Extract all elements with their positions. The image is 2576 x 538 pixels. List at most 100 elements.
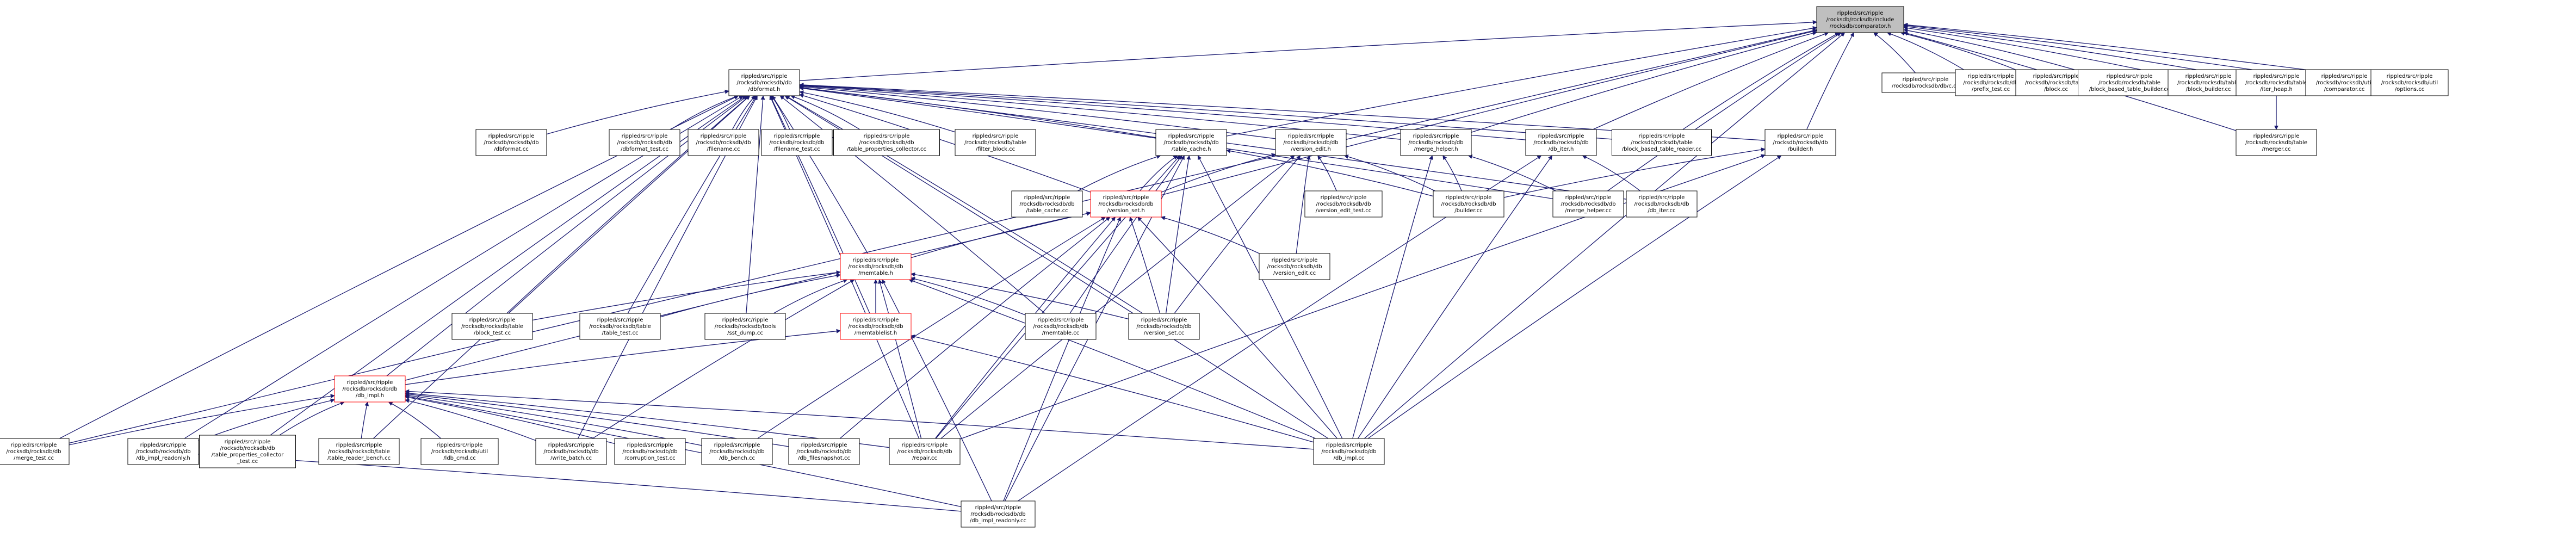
node-merge_helper_cc[interactable]: rippled/src/ripple/rocksdb/rocksdb/db/me…	[1552, 190, 1624, 218]
node-box[interactable]	[2236, 129, 2317, 156]
node-box[interactable]	[1400, 129, 1472, 156]
node-box[interactable]	[761, 129, 833, 156]
node-db_impl_cc[interactable]: rippled/src/ripple/rocksdb/rocksdb/db/db…	[1313, 438, 1385, 465]
node-label-line: /rocksdb/rocksdb/db	[1321, 449, 1376, 455]
node-box[interactable]	[840, 253, 912, 280]
node-box[interactable]	[1259, 253, 1330, 280]
node-box[interactable]	[955, 129, 1036, 156]
node-filename_test[interactable]: rippled/src/ripple/rocksdb/rocksdb/db/fi…	[761, 129, 833, 156]
node-memtable_h[interactable]: rippled/src/ripple/rocksdb/rocksdb/db/me…	[840, 253, 912, 280]
node-merge_helper_h[interactable]: rippled/src/ripple/rocksdb/rocksdb/db/me…	[1400, 129, 1472, 156]
node-memtable_cc[interactable]: rippled/src/ripple/rocksdb/rocksdb/db/me…	[1025, 313, 1097, 340]
node-sst_dump[interactable]: rippled/src/ripple/rocksdb/rocksdb/tools…	[704, 313, 786, 340]
node-comparator_cc[interactable]: rippled/src/ripple/rocksdb/rocksdb/util/…	[2305, 69, 2383, 96]
node-box[interactable]	[833, 129, 940, 156]
node-box[interactable]	[728, 69, 800, 96]
node-box[interactable]	[318, 438, 400, 465]
node-box[interactable]	[1011, 190, 1083, 218]
node-box[interactable]	[704, 313, 786, 340]
node-box[interactable]	[451, 313, 533, 340]
node-box[interactable]	[1525, 129, 1597, 156]
node-box[interactable]	[475, 129, 547, 156]
node-db_impl_h[interactable]: rippled/src/ripple/rocksdb/rocksdb/db/db…	[334, 375, 406, 403]
node-table_cache_cc[interactable]: rippled/src/ripple/rocksdb/rocksdb/db/ta…	[1011, 190, 1083, 218]
node-corruption_test[interactable]: rippled/src/ripple/rocksdb/rocksdb/db/co…	[614, 438, 686, 465]
node-tpc_test[interactable]: rippled/src/ripple/rocksdb/rocksdb/db/ta…	[199, 435, 296, 468]
node-prefix_test[interactable]: rippled/src/ripple/rocksdb/rocksdb/db/pr…	[1955, 69, 2027, 96]
node-bbtr[interactable]: rippled/src/ripple/rocksdb/rocksdb/table…	[1612, 129, 1712, 156]
node-ldb_cmd[interactable]: rippled/src/ripple/rocksdb/rocksdb/util/…	[420, 438, 499, 465]
node-box[interactable]	[688, 129, 759, 156]
node-box[interactable]	[1313, 438, 1385, 465]
node-merge_test[interactable]: rippled/src/ripple/rocksdb/rocksdb/db/me…	[0, 438, 70, 465]
node-box[interactable]	[1090, 190, 1162, 218]
node-db_iter_cc[interactable]: rippled/src/ripple/rocksdb/rocksdb/db/db…	[1626, 190, 1698, 218]
node-block_test[interactable]: rippled/src/ripple/rocksdb/rocksdb/table…	[451, 313, 533, 340]
node-box[interactable]	[2236, 69, 2317, 96]
node-box[interactable]	[1764, 129, 1836, 156]
node-block_builder[interactable]: rippled/src/ripple/rocksdb/rocksdb/table…	[2168, 69, 2249, 96]
node-dbformat_cc[interactable]: rippled/src/ripple/rocksdb/rocksdb/db/db…	[475, 129, 547, 156]
node-box[interactable]	[609, 129, 680, 156]
node-box[interactable]	[199, 435, 296, 468]
node-box[interactable]	[2370, 69, 2449, 96]
node-comparator[interactable]: rippled/src/ripple/rocksdb/rocksdb/inclu…	[1816, 6, 1904, 33]
node-merger[interactable]: rippled/src/ripple/rocksdb/rocksdb/table…	[2236, 129, 2317, 156]
node-box[interactable]	[127, 438, 199, 465]
node-box[interactable]	[1155, 129, 1227, 156]
node-box[interactable]	[1433, 190, 1504, 218]
node-table_cache_h[interactable]: rippled/src/ripple/rocksdb/rocksdb/db/ta…	[1155, 129, 1227, 156]
node-db_impl_readonly_h[interactable]: rippled/src/ripple/rocksdb/rocksdb/db/db…	[127, 438, 199, 465]
node-db_filesnapshot[interactable]: rippled/src/ripple/rocksdb/rocksdb/db/db…	[788, 438, 860, 465]
node-box[interactable]	[1612, 129, 1712, 156]
node-box[interactable]	[1626, 190, 1698, 218]
node-label-line: /rocksdb/rocksdb/db	[543, 449, 598, 455]
node-box[interactable]	[788, 438, 860, 465]
node-table_test[interactable]: rippled/src/ripple/rocksdb/rocksdb/table…	[579, 313, 661, 340]
node-db_iter_h[interactable]: rippled/src/ripple/rocksdb/rocksdb/db/db…	[1525, 129, 1597, 156]
node-write_batch[interactable]: rippled/src/ripple/rocksdb/rocksdb/db/wr…	[535, 438, 607, 465]
node-version_edit_test[interactable]: rippled/src/ripple/rocksdb/rocksdb/db/ve…	[1304, 190, 1383, 218]
node-builder_cc[interactable]: rippled/src/ripple/rocksdb/rocksdb/db/bu…	[1433, 190, 1504, 218]
node-version_set_cc[interactable]: rippled/src/ripple/rocksdb/rocksdb/db/ve…	[1128, 313, 1200, 340]
node-label-line: /rocksdb/rocksdb/db	[1963, 80, 2018, 86]
node-box[interactable]	[334, 375, 406, 403]
node-box[interactable]	[535, 438, 607, 465]
node-box[interactable]	[2078, 69, 2181, 96]
node-box[interactable]	[1816, 6, 1904, 33]
node-db_impl_readonly_cc[interactable]: rippled/src/ripple/rocksdb/rocksdb/db/db…	[961, 500, 1036, 528]
node-filename_cc[interactable]: rippled/src/ripple/rocksdb/rocksdb/db/fi…	[688, 129, 759, 156]
node-box[interactable]	[1025, 313, 1097, 340]
node-box[interactable]	[961, 500, 1036, 528]
node-box[interactable]	[2168, 69, 2249, 96]
node-box[interactable]	[1275, 129, 1347, 156]
node-bbtb[interactable]: rippled/src/ripple/rocksdb/rocksdb/table…	[2078, 69, 2181, 96]
node-box[interactable]	[2305, 69, 2383, 96]
node-box[interactable]	[614, 438, 686, 465]
node-box[interactable]	[840, 313, 912, 340]
node-label-line: rippled/src/ripple	[973, 133, 1019, 139]
node-box[interactable]	[1304, 190, 1383, 218]
node-version_set_h[interactable]: rippled/src/ripple/rocksdb/rocksdb/db/ve…	[1090, 190, 1162, 218]
node-box[interactable]	[0, 438, 70, 465]
node-dbformat_h[interactable]: rippled/src/ripple/rocksdb/rocksdb/db/db…	[728, 69, 800, 96]
node-db_bench[interactable]: rippled/src/ripple/rocksdb/rocksdb/db/db…	[701, 438, 773, 465]
node-tpc[interactable]: rippled/src/ripple/rocksdb/rocksdb/db/ta…	[833, 129, 940, 156]
node-box[interactable]	[1955, 69, 2027, 96]
node-repair[interactable]: rippled/src/ripple/rocksdb/rocksdb/db/re…	[889, 438, 961, 465]
node-filter_block[interactable]: rippled/src/ripple/rocksdb/rocksdb/table…	[955, 129, 1036, 156]
node-version_edit_cc[interactable]: rippled/src/ripple/rocksdb/rocksdb/db/ve…	[1259, 253, 1330, 280]
node-box[interactable]	[579, 313, 661, 340]
node-dbformat_test[interactable]: rippled/src/ripple/rocksdb/rocksdb/db/db…	[609, 129, 680, 156]
node-builder_h[interactable]: rippled/src/ripple/rocksdb/rocksdb/db/bu…	[1764, 129, 1836, 156]
node-box[interactable]	[1552, 190, 1624, 218]
node-version_edit_h[interactable]: rippled/src/ripple/rocksdb/rocksdb/db/ve…	[1275, 129, 1347, 156]
node-iter_heap[interactable]: rippled/src/ripple/rocksdb/rocksdb/table…	[2236, 69, 2317, 96]
node-options_cc[interactable]: rippled/src/ripple/rocksdb/rocksdb/util/…	[2370, 69, 2449, 96]
node-trb[interactable]: rippled/src/ripple/rocksdb/rocksdb/table…	[318, 438, 400, 465]
node-box[interactable]	[1128, 313, 1200, 340]
node-box[interactable]	[420, 438, 499, 465]
node-memtablelist_h[interactable]: rippled/src/ripple/rocksdb/rocksdb/db/me…	[840, 313, 912, 340]
node-box[interactable]	[889, 438, 961, 465]
node-box[interactable]	[701, 438, 773, 465]
